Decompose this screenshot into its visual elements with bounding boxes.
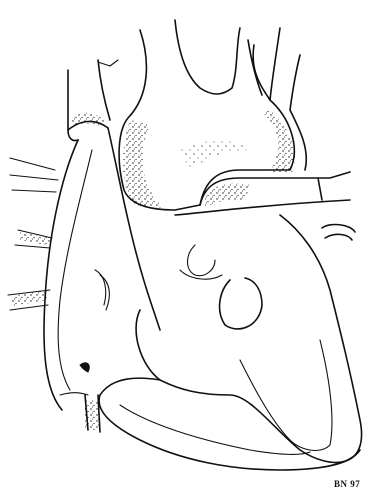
inferior-vena-cava <box>60 393 100 432</box>
pulmonary-artery <box>175 172 350 215</box>
superior-vena-cava <box>68 60 118 141</box>
ventricles <box>99 215 362 470</box>
pulmonary-veins-left <box>8 158 58 310</box>
left-atrial-appendage <box>322 225 355 240</box>
aortic-arch <box>119 20 306 210</box>
artist-signature: BN 97 <box>334 479 360 489</box>
